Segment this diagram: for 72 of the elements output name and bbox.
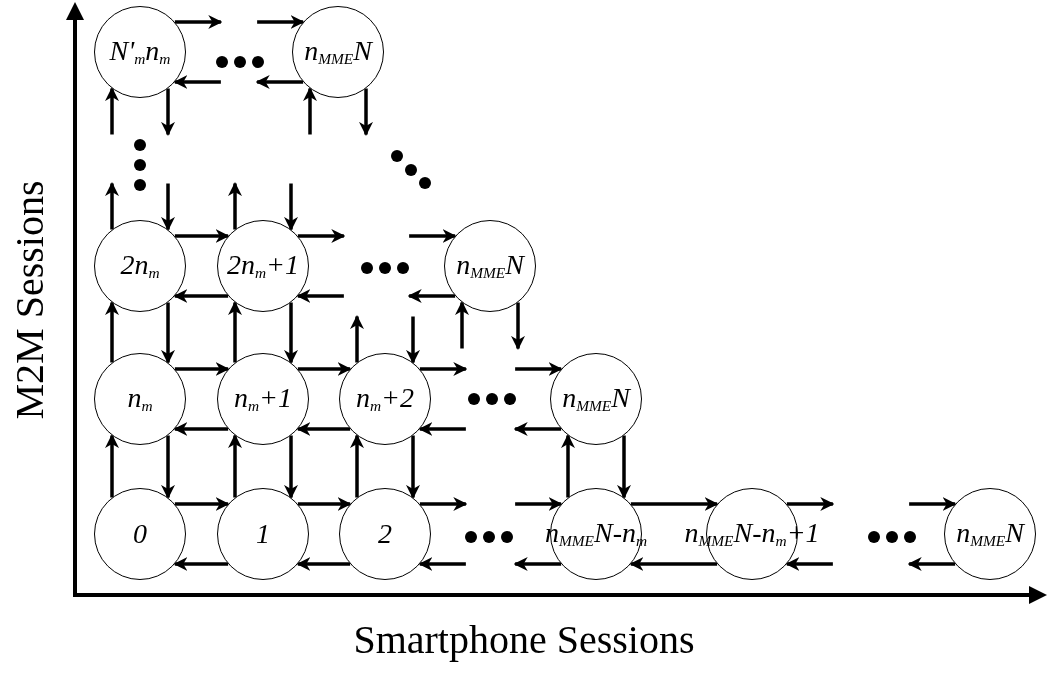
arrow xyxy=(173,557,229,571)
arrow xyxy=(173,422,229,436)
state-label: 1 xyxy=(256,520,270,548)
arrow xyxy=(629,557,718,571)
arrow xyxy=(173,289,229,303)
arrow xyxy=(406,316,420,364)
arrow xyxy=(907,557,956,571)
arrow xyxy=(406,435,420,499)
state-label: n$_{MME}$N xyxy=(304,37,372,67)
state-label: n$_{MME}$N xyxy=(956,519,1024,549)
arrow xyxy=(511,302,525,350)
arrow xyxy=(513,422,562,436)
arrow xyxy=(284,183,298,231)
state-label: n$_{MME}$N-n$_{m}$+1 xyxy=(684,519,820,549)
arrow xyxy=(174,15,223,29)
arrow xyxy=(296,422,351,436)
arrow xyxy=(284,302,298,364)
arrow xyxy=(174,362,230,376)
arrow xyxy=(257,15,305,29)
state-label: 2n$_{m}$ xyxy=(120,251,160,281)
arrow xyxy=(105,182,119,230)
axis-title: M2M Sessions xyxy=(10,180,50,420)
arrow xyxy=(409,229,457,243)
arrow xyxy=(173,75,221,89)
arrow xyxy=(228,182,242,230)
state-label: 2n$_{m}$+1 xyxy=(227,251,299,281)
state-label: n$_{m}$ xyxy=(127,384,153,414)
arrow xyxy=(786,497,835,511)
arrow xyxy=(785,557,833,571)
arrow xyxy=(350,315,364,363)
state-label: 0 xyxy=(133,520,147,548)
arrow xyxy=(407,289,456,303)
arrow xyxy=(296,557,351,571)
arrow xyxy=(418,422,466,436)
arrow xyxy=(105,301,119,363)
arrow xyxy=(515,362,563,376)
arrow xyxy=(561,434,575,498)
arrow xyxy=(630,497,719,511)
arrow xyxy=(419,497,468,511)
arrow xyxy=(174,229,230,243)
arrow xyxy=(161,88,175,136)
state-label: n$_{MME}$N xyxy=(456,251,524,281)
arrow xyxy=(161,435,175,499)
arrow xyxy=(359,88,373,136)
arrow xyxy=(105,87,119,135)
state-label: n$_{MME}$N xyxy=(562,384,630,414)
arrow xyxy=(513,557,562,571)
arrow xyxy=(297,497,352,511)
state-label: n$_{m}$+1 xyxy=(234,384,292,414)
arrow xyxy=(174,497,230,511)
arrow xyxy=(297,362,352,376)
arrow xyxy=(296,289,344,303)
arrow xyxy=(909,497,957,511)
arrow xyxy=(418,557,466,571)
arrow xyxy=(419,362,468,376)
arrow xyxy=(303,87,317,135)
arrow xyxy=(228,434,242,498)
arrow xyxy=(617,435,631,499)
state-label: n$_{m}$+2 xyxy=(356,384,414,414)
axis-title: Smartphone Sessions xyxy=(353,620,695,660)
state-label: N'$_{m}$n$_{m}$ xyxy=(109,37,171,67)
arrow xyxy=(284,435,298,499)
arrow xyxy=(455,301,469,349)
arrow xyxy=(515,497,563,511)
arrow xyxy=(161,302,175,364)
arrow xyxy=(228,301,242,363)
arrow xyxy=(161,183,175,231)
arrow xyxy=(105,434,119,498)
arrow xyxy=(350,434,364,498)
arrow xyxy=(297,229,346,243)
state-label: 2 xyxy=(378,520,392,548)
arrow xyxy=(255,75,304,89)
